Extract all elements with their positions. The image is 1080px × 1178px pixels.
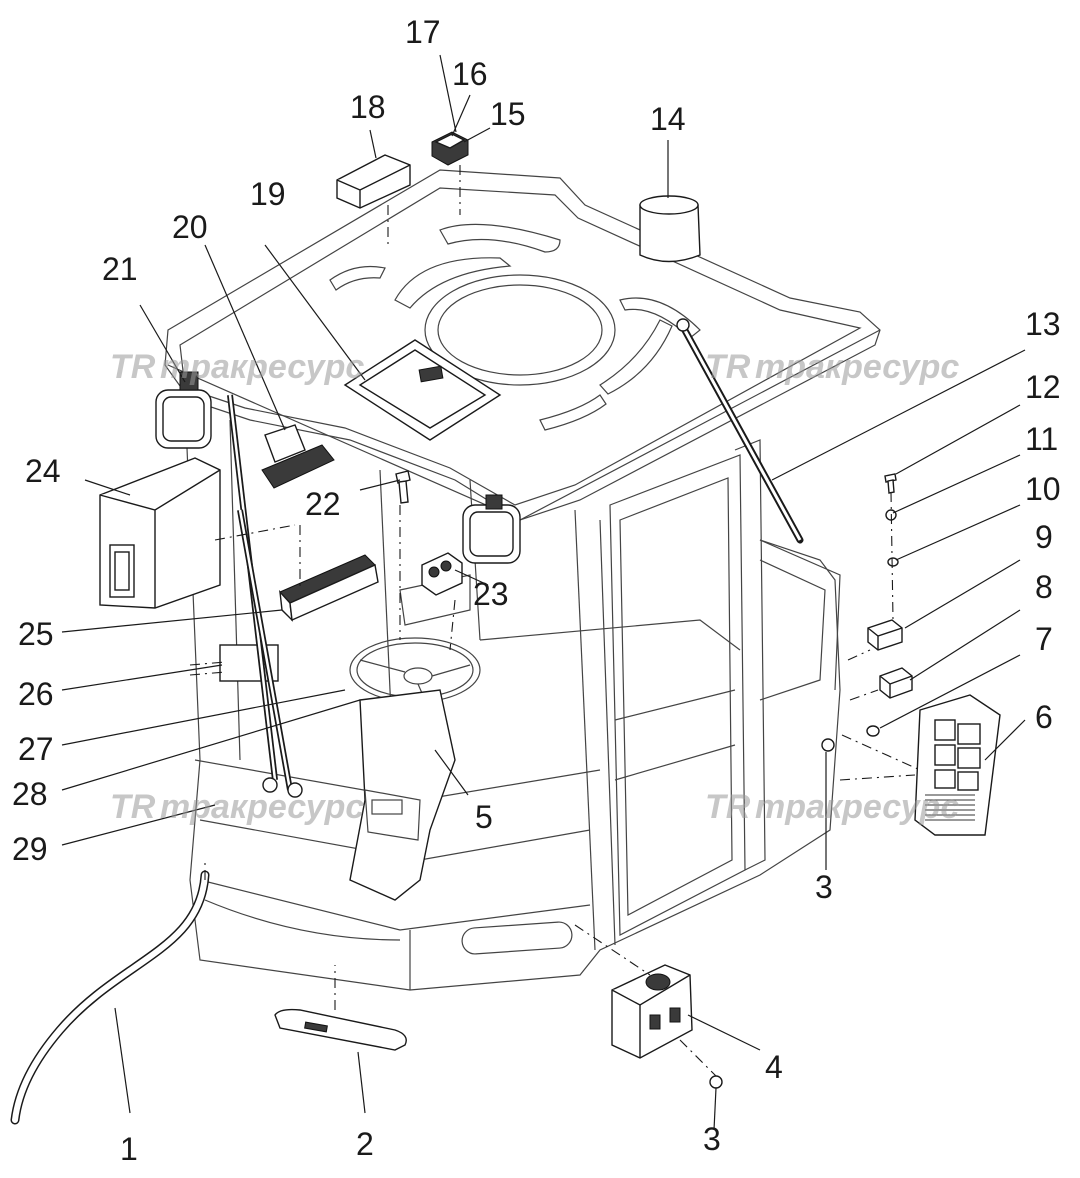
callout-9: 9 [1035,519,1053,555]
callout-10: 10 [1025,471,1061,507]
callout-4: 4 [765,1049,783,1085]
watermark-2: TR тракресурс [705,348,959,386]
callout-17: 17 [405,14,441,50]
callout-21: 21 [102,251,138,287]
callout-16: 16 [452,56,488,92]
callout-3: 3 [815,869,833,905]
callout-22: 22 [305,486,341,522]
callout-28: 28 [12,776,48,812]
part-24-heater-box [99,457,221,609]
callout-2: 2 [356,1126,374,1162]
svg-text:TR: TR [110,348,156,386]
part-27-28-wiper-arm [227,394,303,798]
callout-13: 13 [1025,306,1061,342]
center-lines [189,165,921,1077]
part-18-block [336,154,411,209]
part-4-switch-block [611,964,693,1059]
part-2-dome-lamp [274,1008,407,1051]
callout-25: 25 [18,616,54,652]
svg-text:TR: TR [110,788,156,826]
callout-27: 27 [18,731,54,767]
cab-frame [184,399,841,991]
leader-lines [61,54,1026,1131]
part-22-bolt [395,470,411,504]
callout-5: 5 [475,799,493,835]
svg-text:тракресурс: тракресурс [160,348,364,386]
part-14-beacon [639,195,701,263]
callout-26: 26 [18,676,54,712]
watermark-4: TR тракресурс [705,788,959,826]
callout-23: 23 [473,576,509,612]
part-19-roof-console [343,339,502,441]
part-8-relay [879,667,913,699]
callout-11: 11 [1025,421,1058,457]
callout-15: 15 [490,96,526,132]
watermark-3: TR тракресурс [110,788,364,826]
part-7-washer [866,725,880,737]
steering-wheel [349,637,481,901]
callout-19: 19 [250,176,286,212]
part-15-16-17-switch [431,131,469,166]
callout-20: 20 [172,209,208,245]
svg-text:тракресурс: тракресурс [755,788,959,826]
callout-24: 24 [25,453,61,489]
part-12-bolt [884,473,897,494]
callout-18: 18 [350,89,386,125]
watermark-1: TR тракресурс [110,348,364,386]
callout-29: 29 [12,831,48,867]
svg-text:тракресурс: тракресурс [160,788,364,826]
part-6-fuse-box [914,694,1001,836]
part-21-work-lamp [155,371,212,449]
callout-6: 6 [1035,699,1053,735]
part-9-relay [867,619,903,651]
part-23-work-lamp [421,494,521,596]
callout-3b: 3 [703,1121,721,1157]
callout-1: 1 [120,1131,138,1167]
callout-12: 12 [1025,369,1061,405]
callout-7: 7 [1035,621,1053,657]
part-1-cable [10,870,210,1125]
callout-8: 8 [1035,569,1053,605]
svg-text:TR: TR [705,788,751,826]
part-13-wiper [676,318,804,544]
part-20-fan [261,424,335,489]
part-10-washer [887,557,899,567]
callout-14: 14 [650,101,686,137]
part-25-switch-panel [279,554,379,622]
part-3-screw [709,738,835,1089]
svg-text:TR: TR [705,348,751,386]
svg-text:тракресурс: тракресурс [755,348,959,386]
